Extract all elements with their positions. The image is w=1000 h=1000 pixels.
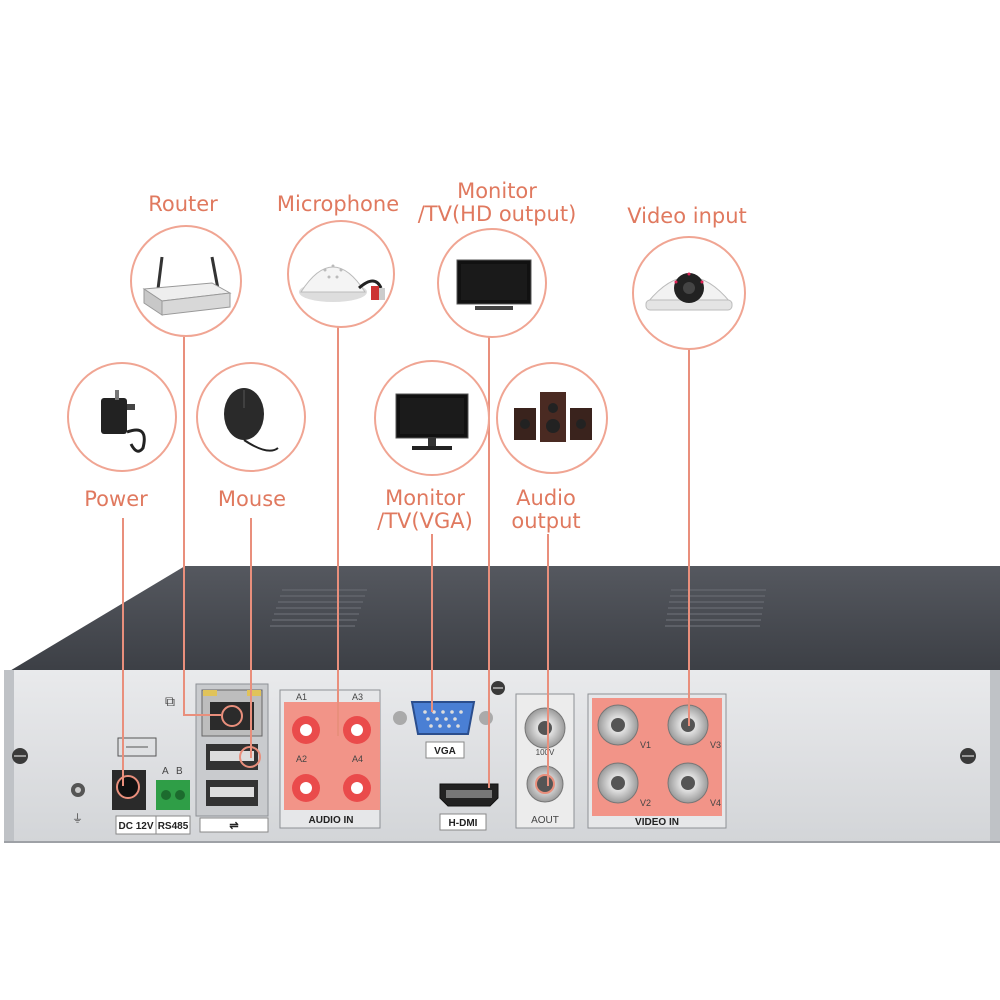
mouse-icon: [224, 388, 279, 452]
router-line-h: [183, 714, 221, 716]
audio-output-line: [547, 534, 549, 786]
dome-camera-icon: [645, 272, 733, 311]
hdmi-port: H-DMI: [439, 783, 499, 831]
svg-text:A3: A3: [352, 692, 363, 702]
audio-output-label-line2: output: [511, 509, 581, 533]
monitor-hd-circle: [437, 228, 547, 338]
mouse-circle: [196, 362, 306, 472]
audio-in-label: AUDIO IN: [309, 815, 354, 826]
monitor-icon: [395, 393, 469, 450]
svg-text:⏚: ⏚: [72, 812, 83, 825]
svg-text:V1: V1: [640, 740, 651, 750]
hdmi-label: H-DMI: [449, 818, 478, 829]
vga-label: VGA: [434, 746, 456, 757]
svg-text:100V: 100V: [536, 748, 555, 757]
video-in-label: VIDEO IN: [635, 817, 679, 828]
svg-text:A4: A4: [352, 754, 363, 764]
rs485-port: A B RS485: [155, 766, 191, 835]
speaker-icon: [514, 392, 592, 442]
power-line: [122, 518, 124, 786]
microphone-circle: [287, 220, 395, 328]
video-input-line: [688, 342, 690, 726]
audio-output-label-line1: Audio: [516, 486, 576, 510]
video-in-block: V1 V3 V2 V4 VIDEO IN: [587, 693, 727, 829]
svg-text:A1: A1: [296, 692, 307, 702]
aout-block: 100V AOUT: [515, 693, 575, 829]
rs485-label: RS485: [158, 821, 189, 832]
power-adapter-icon: [101, 390, 146, 453]
router-line: [183, 330, 185, 716]
video-input-circle: [632, 236, 746, 350]
router-circle: [130, 225, 242, 337]
svg-text:⇌: ⇌: [229, 820, 238, 832]
dc-label: DC 12V: [118, 821, 153, 832]
dc-power-port: DC 12V: [112, 737, 157, 835]
audio-output-circle: [496, 362, 608, 474]
svg-text:B: B: [176, 766, 183, 777]
microphone-label: Microphone: [276, 192, 400, 216]
svg-text:V4: V4: [710, 798, 721, 808]
mouse-line: [250, 518, 252, 758]
video-input-label: Video input: [627, 204, 747, 228]
microphone-icon: [299, 264, 385, 302]
router-label: Router: [148, 192, 218, 216]
monitor-hd-label-line2: /TV(HD output): [417, 202, 577, 226]
microphone-line: [337, 326, 339, 736]
device-vents: [270, 589, 766, 627]
monitor-hd-label-line1: Monitor: [457, 179, 537, 203]
device-back-panel: [4, 670, 1000, 842]
router-icon: [142, 256, 232, 316]
tv-icon: [456, 259, 532, 310]
panel-screws: [12, 681, 976, 797]
svg-text:A: A: [162, 766, 169, 777]
device-top-cover: [8, 566, 1000, 672]
monitor-vga-line: [431, 534, 433, 712]
monitor-vga-label-line1: Monitor: [385, 486, 465, 510]
svg-text:⧉: ⧉: [165, 693, 175, 709]
svg-text:V2: V2: [640, 798, 651, 808]
svg-text:V3: V3: [710, 740, 721, 750]
vga-port: VGA: [393, 701, 493, 759]
svg-text:A2: A2: [296, 754, 307, 764]
power-label: Power: [84, 487, 148, 511]
monitor-vga-circle: [374, 360, 490, 476]
audio-in-block: A1 A3 A2 A4 AUDIO IN: [279, 689, 381, 829]
lan-usb-block: ⧉ ⇌: [165, 683, 269, 833]
monitor-vga-label-line2: /TV(VGA): [377, 509, 473, 533]
power-circle: [67, 362, 177, 472]
monitor-hd-line: [488, 322, 490, 788]
mouse-label: Mouse: [217, 487, 287, 511]
aout-label: AOUT: [531, 815, 559, 826]
